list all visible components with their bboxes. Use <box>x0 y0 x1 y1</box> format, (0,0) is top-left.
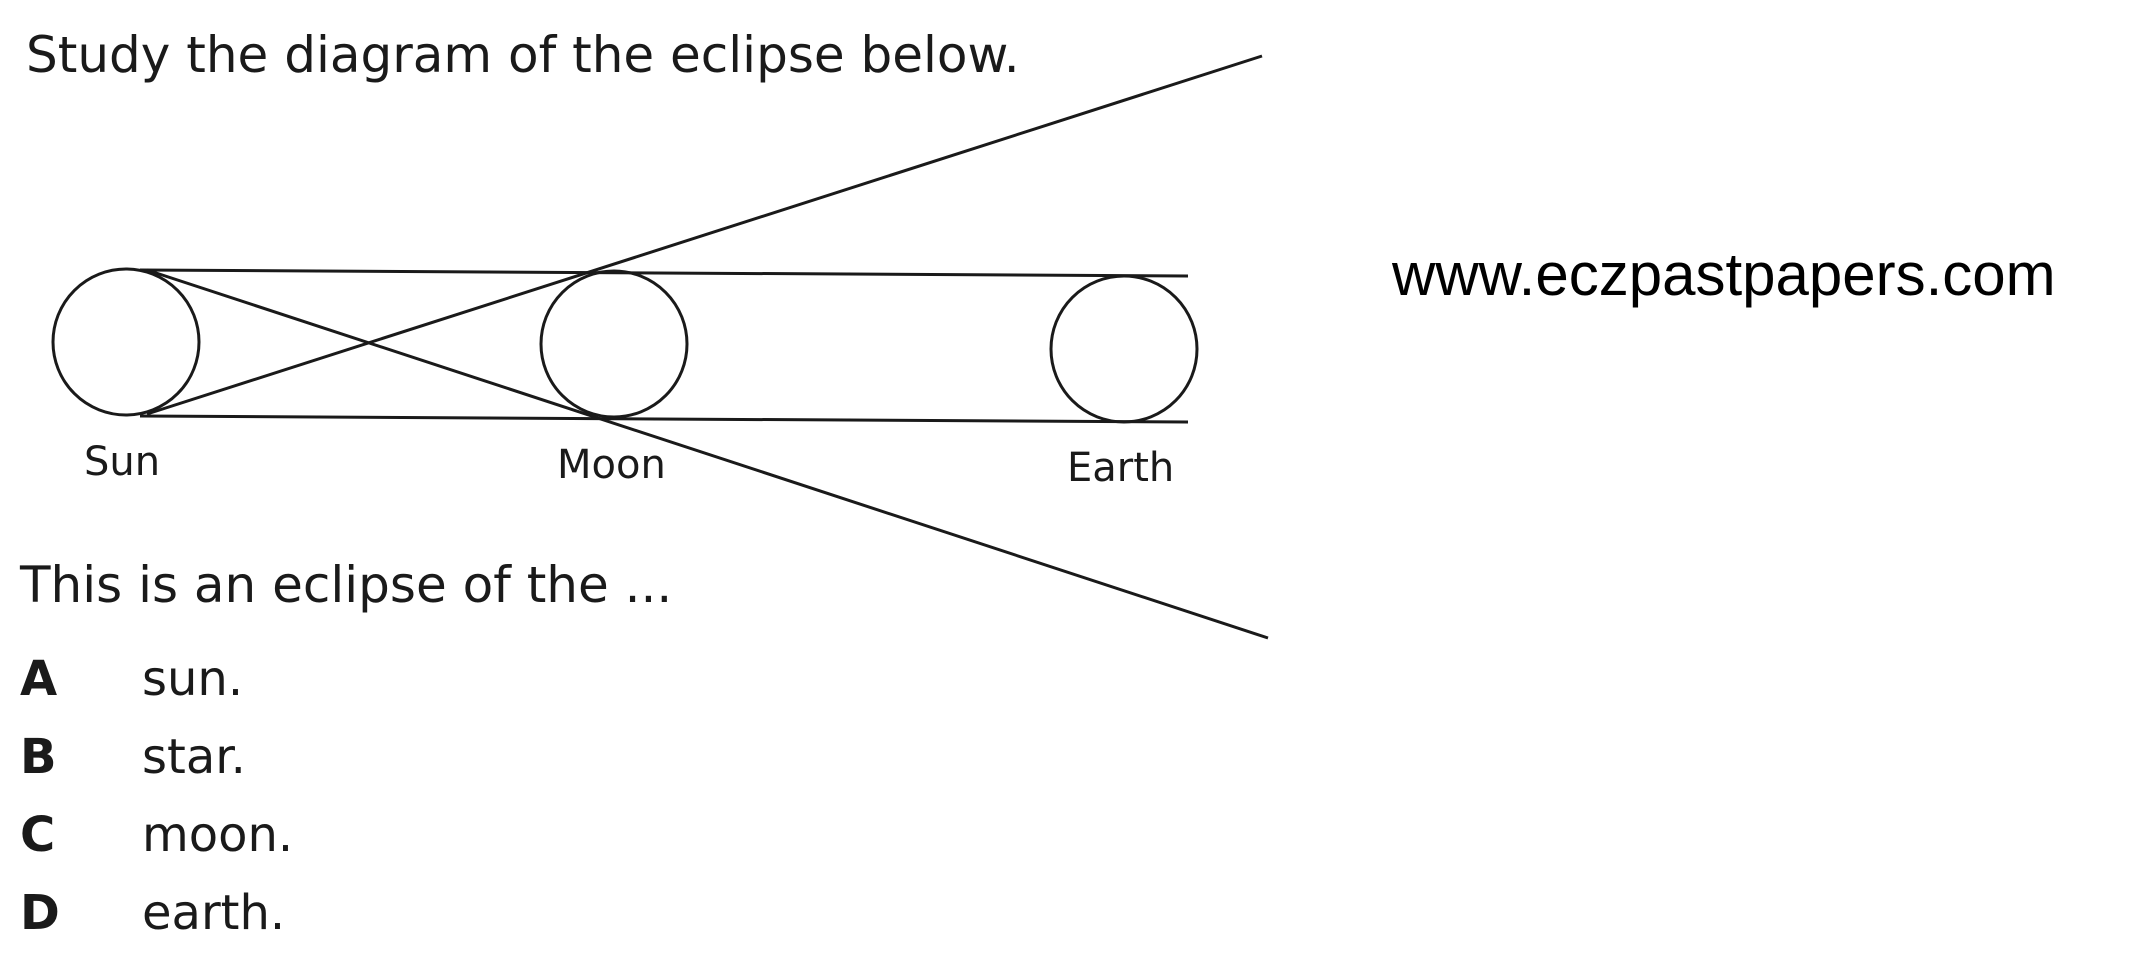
penumbra-ray-falling <box>146 268 1269 640</box>
lower-ray <box>139 414 1189 424</box>
option-c[interactable]: C moon. <box>20 796 293 874</box>
earth-label: Earth <box>1067 445 1174 491</box>
option-text: sun. <box>142 651 244 707</box>
earth-circle <box>1049 274 1199 424</box>
option-a[interactable]: A sun. <box>20 640 293 718</box>
option-text: star. <box>142 729 246 785</box>
moon-label: Moon <box>557 442 666 488</box>
eclipse-diagram: Sun Moon Earth <box>51 54 1269 640</box>
option-letter: A <box>20 651 58 707</box>
option-text: earth. <box>142 885 286 941</box>
option-letter: C <box>20 807 56 863</box>
question-stem: This is an eclipse of the ... <box>20 556 673 614</box>
answer-options: A sun. B star. C moon. D earth. <box>20 640 293 952</box>
upper-ray <box>139 268 1189 278</box>
option-letter: B <box>20 729 57 785</box>
penumbra-ray-rising <box>146 54 1263 416</box>
option-b[interactable]: B star. <box>20 718 293 796</box>
sun-label: Sun <box>84 439 160 485</box>
option-letter: D <box>20 885 60 941</box>
option-d[interactable]: D earth. <box>20 874 293 952</box>
sun-circle <box>51 267 201 417</box>
moon-circle <box>539 269 689 419</box>
watermark-url: www.eczpastpapers.com <box>1392 241 2056 308</box>
question-intro: Study the diagram of the eclipse below. <box>26 26 1020 84</box>
option-text: moon. <box>142 807 294 863</box>
